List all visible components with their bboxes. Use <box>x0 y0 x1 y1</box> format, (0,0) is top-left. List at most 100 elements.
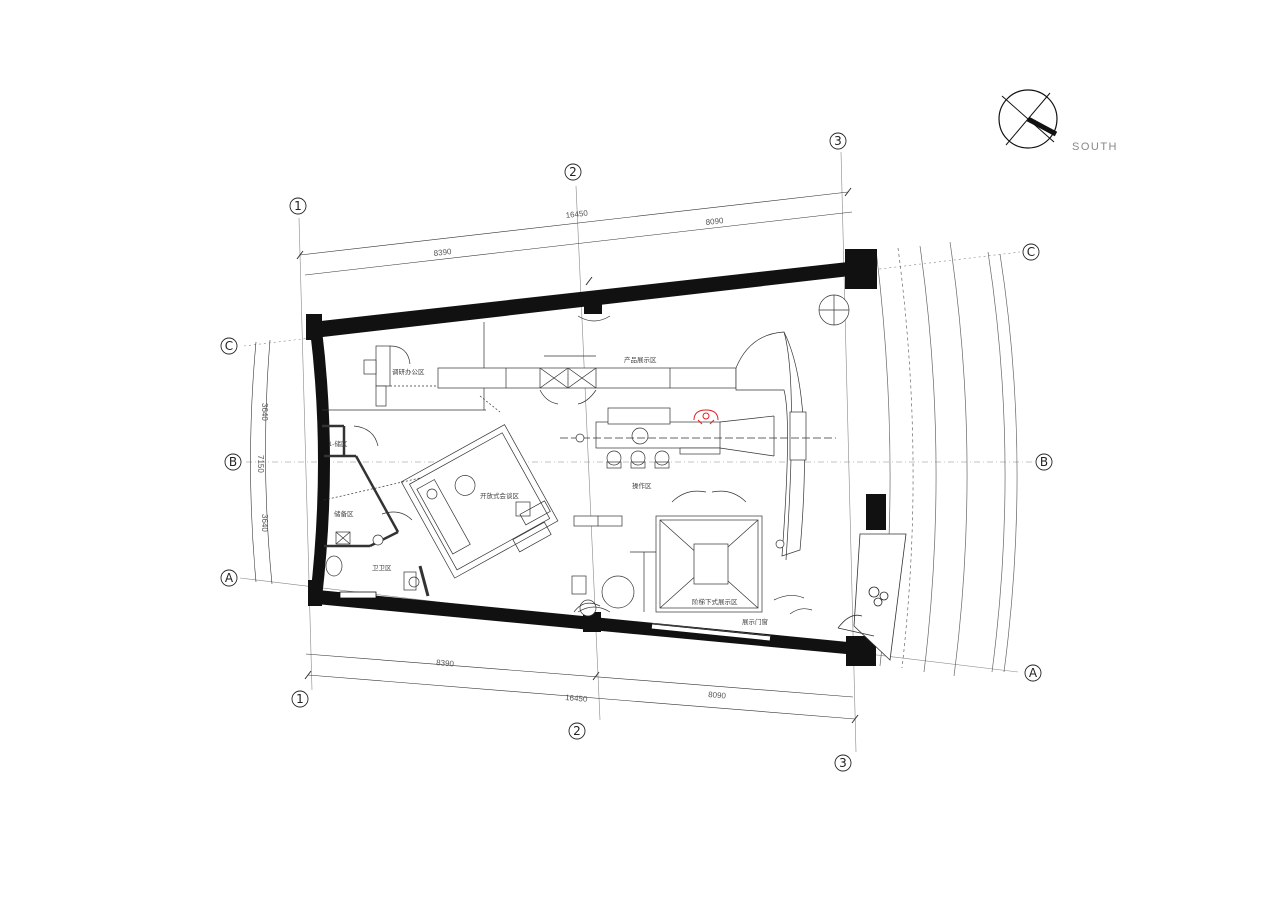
counter-door-swing <box>577 389 597 405</box>
room-label-restroom: 卫卫区 <box>372 564 392 572</box>
discussion-table <box>454 475 476 496</box>
grid-bubble-3-top <box>829 132 847 150</box>
dim-tick <box>851 714 859 724</box>
open-discussion-room <box>400 424 559 579</box>
room-label-open-discussion: 开放式会谈区 <box>480 491 520 500</box>
room-labels: 调研办公区 产品展示区 1-储区 开放式会谈区 操作区 储备区 卫卫区 阶梯下式… <box>328 355 768 626</box>
small-plant <box>775 539 785 549</box>
column-arc <box>577 606 611 613</box>
grid-axis-2 <box>575 185 601 721</box>
room-label-dressing: 储备区 <box>334 509 354 518</box>
dim-left-top: 3640 <box>260 403 269 421</box>
dim-top-total: 16450 <box>565 208 589 220</box>
facade-curve <box>987 251 1006 673</box>
stool <box>606 450 622 466</box>
grid-label-1-bottom: 1 <box>296 692 304 706</box>
restroom-dash <box>323 477 421 501</box>
grid-axis-1 <box>298 217 313 691</box>
facade-curves <box>875 241 1018 677</box>
display-counter <box>437 367 737 389</box>
dim-bottom-total: 16450 <box>565 693 588 704</box>
plant-leaf <box>879 591 889 601</box>
restroom-cabinet <box>335 531 351 545</box>
facade-curve <box>949 241 968 677</box>
discussion-cabinet <box>512 521 552 553</box>
facade-curve <box>897 247 914 669</box>
discussion-seat <box>515 501 531 517</box>
plant-leaf <box>873 597 883 607</box>
stool-base <box>630 461 646 469</box>
grid-bubble-a-left <box>220 569 238 587</box>
dressing-door <box>381 511 413 521</box>
dim-bottom-right: 8090 <box>708 690 727 700</box>
stool-base <box>654 461 670 469</box>
operation-guide <box>719 447 775 457</box>
column-bottom-mid <box>583 612 601 632</box>
wall-left <box>310 330 330 598</box>
restroom-partition <box>418 565 430 597</box>
discussion-room-inner <box>409 432 551 571</box>
sink-icon <box>408 576 420 588</box>
grid-label-b-left: B <box>229 455 237 469</box>
compass-circle <box>998 89 1058 149</box>
dim-line-left-outer <box>250 341 257 583</box>
curved-display-wall <box>735 331 805 557</box>
room-label-storage: 1-储区 <box>328 439 348 448</box>
dim-line-top-split <box>304 211 853 276</box>
grid-bubble-c-left <box>220 337 238 355</box>
cabinet-x <box>335 531 351 545</box>
dim-top-right: 8090 <box>705 216 724 227</box>
compass: SOUTH <box>998 89 1117 153</box>
grid-bubble-2-bottom <box>568 722 586 740</box>
dim-left-bottom: 3640 <box>260 514 269 532</box>
dimension-labels: 16450 8390 8090 8390 16450 8090 3640 715… <box>256 208 727 703</box>
office-cabinet <box>375 385 387 407</box>
grid-bubble-b-right <box>1035 453 1053 471</box>
grid-label-2-top: 2 <box>569 165 577 179</box>
dim-tick <box>844 187 852 197</box>
person-icon <box>693 409 719 425</box>
entrance-door-line <box>837 627 875 637</box>
grid-label-3-bottom: 3 <box>839 756 847 770</box>
wall-bottom <box>316 590 848 654</box>
column-top-mid <box>584 292 602 314</box>
operation-top-shelf <box>607 407 671 425</box>
entrance-door-swing <box>837 614 863 629</box>
operation-table <box>595 421 721 449</box>
discussion-sofa <box>416 479 471 555</box>
person-icon-body <box>693 409 719 421</box>
grid-bubbles: 1 2 3 1 2 3 C B A C B A <box>220 132 1053 772</box>
window-sill <box>339 591 377 599</box>
facade-curve <box>999 253 1018 673</box>
person-icon-head <box>702 412 710 420</box>
stair-center <box>693 543 729 585</box>
sink-icon <box>372 534 384 546</box>
grid-label-b-right: B <box>1040 455 1048 469</box>
dim-tick <box>296 250 304 260</box>
person-icon-arms <box>697 419 715 425</box>
office-door-swing <box>389 345 411 365</box>
dim-top-left: 8390 <box>433 247 452 258</box>
dim-ticks <box>296 187 859 724</box>
interior <box>322 294 850 617</box>
operation-guide <box>719 415 775 423</box>
grid-label-1-top: 1 <box>294 199 302 213</box>
entrance-plant-icon <box>868 586 889 607</box>
dim-bottom-left: 8390 <box>436 658 455 668</box>
table-sink <box>631 427 649 445</box>
counter-door-swing <box>539 389 559 405</box>
dim-tick <box>585 276 593 286</box>
counter-x <box>567 367 597 389</box>
wall-top <box>312 262 850 338</box>
discussion-room-wall <box>400 424 559 579</box>
glass-window <box>651 623 771 641</box>
door-swing <box>671 490 707 503</box>
grid-label-a-left: A <box>225 571 234 585</box>
room-label-window-note: 展示门窗 <box>742 617 768 626</box>
stair-plant <box>773 595 805 601</box>
round-swing <box>573 602 601 613</box>
glass-window-edge <box>651 623 771 637</box>
grid-bubble-2-top <box>564 163 582 181</box>
grid-label-3-top: 3 <box>834 134 842 148</box>
